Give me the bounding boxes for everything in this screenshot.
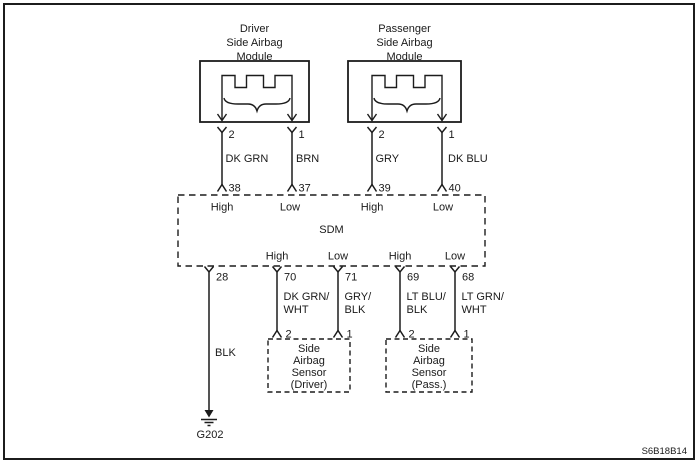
connector-caret-icon [286,183,298,192]
sensor-passenger-title-line1: Side [418,343,440,355]
sensor-pin-number: 2 [409,329,415,341]
sensor-pin-number: 2 [286,329,292,341]
wire-color-label: GRY [376,153,400,165]
connector-caret-icon [216,183,228,192]
sensor-driver-title-line3: Sensor [292,367,327,379]
driver-inflator-squib-icon [216,74,298,122]
sdm-pin-number: 38 [229,183,241,195]
sensor-passenger-title-line3: Sensor [412,367,447,379]
module-pin-number: 1 [299,129,305,141]
sdm-signal-high-70: High [266,251,289,263]
sdm-signal-low-40: Low [433,202,453,214]
passenger-module-box [347,60,462,123]
module-to-sdm-wires: 2 DK GRN 38 1 BRN 37 2 GRY 39 1 [216,126,488,195]
wire-color-label-line2: BLK [407,304,428,316]
passenger-inflator-squib-icon [366,74,448,122]
sdm-pin-number: 37 [299,183,311,195]
diagram-reference-code: S6B18B14 [642,446,687,457]
connector-caret-icon [436,183,448,192]
wire-dk-grn-wht: 70 DK GRN/ WHT 2 [271,266,331,341]
passenger-module-title-line1: Passenger [378,23,431,35]
connector-caret-icon [449,329,461,338]
sdm-signal-low-37: Low [280,202,300,214]
connector-caret-icon [271,329,283,338]
sdm-pin-number: 71 [345,272,357,284]
diagram-border [3,3,695,460]
wire-color-label: DK BLU [448,153,488,165]
module-pin-number: 2 [229,129,235,141]
ground-label: G202 [197,429,224,441]
driver-airbag-module: Driver Side Airbag Module [199,23,310,123]
sdm-pin-number: 28 [216,272,228,284]
connector-caret-icon [366,183,378,192]
wire-color-label-line1: GRY/ [345,291,373,303]
wire-color-label-line2: WHT [284,304,309,316]
wire-color-label-line1: LT BLU/ [407,291,447,303]
passenger-module-title-line3: Module [386,51,422,63]
sdm-pin-number: 39 [379,183,391,195]
side-airbag-sensor-passenger: Side Airbag Sensor (Pass.) [385,338,473,393]
driver-module-box [199,60,310,123]
sensor-pin-number: 1 [464,329,470,341]
sensor-passenger-title-line4: (Pass.) [412,379,447,391]
wire-dk-blu: 1 DK BLU 40 [436,126,488,195]
wire-color-label: BLK [215,347,236,359]
sdm-pin-number: 70 [284,272,296,284]
driver-module-title-line3: Module [236,51,272,63]
sensor-driver-title-line4: (Driver) [291,379,328,391]
wire-color-label-line2: BLK [345,304,366,316]
side-airbag-sensor-driver: Side Airbag Sensor (Driver) [267,338,351,393]
module-pin-number: 1 [449,129,455,141]
wire-color-label: DK GRN [226,153,269,165]
sensor-passenger-box [385,338,473,393]
wire-lt-blu-blk: 69 LT BLU/ BLK 2 [394,266,447,341]
wire-color-label-line1: LT GRN/ [462,291,505,303]
wire-gry-blk: 71 GRY/ BLK 1 [332,266,373,341]
sdm-box [177,194,486,267]
sdm-signal-low-68: Low [445,251,465,263]
sdm-output-wires: 28 BLK G202 70 DK GRN/ WHT 2 71 [197,266,505,441]
wire-gry: 2 GRY 39 [366,126,400,195]
sdm-signal-high-39: High [361,202,384,214]
wire-brn: 1 BRN 37 [286,126,319,195]
passenger-airbag-module: Passenger Side Airbag Module [347,23,462,123]
wire-color-label-line2: WHT [462,304,487,316]
wire-dk-grn: 2 DK GRN 38 [216,126,269,195]
wire-color-label: BRN [296,153,319,165]
sensor-pin-number: 1 [347,329,353,341]
wire-color-label-line1: DK GRN/ [284,291,331,303]
sdm-label: SDM [319,224,343,236]
sensor-passenger-title-line2: Airbag [413,355,445,367]
module-pin-number: 2 [379,129,385,141]
sensor-driver-title-line1: Side [298,343,320,355]
wire-lt-grn-wht: 68 LT GRN/ WHT 1 [449,266,505,341]
sensor-driver-title-line2: Airbag [293,355,325,367]
sdm-module: High Low High Low SDM High Low High Low [177,194,486,267]
sdm-signal-high-38: High [211,202,234,214]
sdm-pin-number: 69 [407,272,419,284]
sdm-signal-low-71: Low [328,251,348,263]
sdm-signal-high-69: High [389,251,412,263]
wire-blk-ground: 28 BLK G202 [197,266,236,441]
connector-caret-icon [332,329,344,338]
sdm-pin-number: 68 [462,272,474,284]
connector-caret-icon [394,329,406,338]
driver-module-title-line2: Side Airbag [226,37,282,49]
sdm-pin-number: 40 [449,183,461,195]
passenger-module-title-line2: Side Airbag [376,37,432,49]
ground-icon [201,410,217,427]
driver-module-title-line1: Driver [240,23,270,35]
